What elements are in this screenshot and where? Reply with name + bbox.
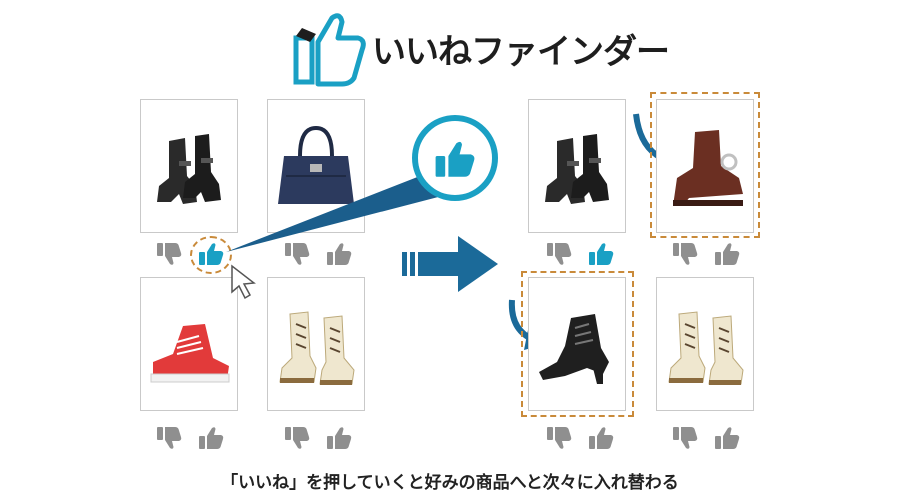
app-logo: いいねファインダー [288,8,670,88]
zoom-callout-beam [226,176,442,252]
like-button[interactable] [588,426,614,450]
like-button[interactable] [588,242,614,266]
product-card-black-ankle-boots[interactable] [528,99,626,233]
thumbs-down-icon [546,242,572,266]
like-button[interactable] [714,426,740,450]
mouse-cursor-icon [231,264,256,300]
black-heeled-lace-up-boots-image [539,314,609,384]
caption-text: 「いいね」を押していくと好みの商品へと次々に入れ替わる [221,473,679,493]
thumbs-up-icon [588,242,614,266]
like-button[interactable] [714,242,740,266]
replaced-item-highlight [650,92,760,238]
black-ankle-boots-image [545,134,609,204]
brown-buckle-boots-image [673,130,743,206]
dislike-button[interactable] [546,242,572,266]
thumbs-up-icon [714,426,740,450]
product-card-navy-handbag[interactable] [267,99,365,233]
app-title: いいねファインダー [372,32,670,72]
thumbs-up-logo-icon [293,13,366,87]
cream-lace-up-boots-image [668,311,744,385]
product-card-black-heeled-lace-up-boots[interactable] [528,277,626,411]
thumbs-down-icon [672,242,698,266]
dislike-button[interactable] [672,242,698,266]
pressed-like-highlight [190,236,232,274]
thumbs-down-icon [672,426,698,450]
thumbs-up-icon [714,242,740,266]
right-arrow-icon [402,236,498,292]
product-card-cream-lace-up-boots[interactable] [267,277,365,411]
cream-lace-up-boots-image [279,311,355,385]
black-ankle-boots-image [157,134,221,204]
product-card-red-high-top-sneaker[interactable] [140,277,238,411]
product-card-black-ankle-boots[interactable] [140,99,238,233]
dislike-button[interactable] [672,426,698,450]
navy-handbag-image [278,125,354,204]
thumbs-down-icon [546,426,572,450]
thumbs-up-icon [588,426,614,450]
dislike-button[interactable] [546,426,572,450]
replaced-item-highlight [521,271,634,417]
product-card-brown-buckle-boots[interactable] [656,99,754,233]
red-high-top-sneaker-image [150,324,230,383]
product-card-cream-lace-up-boots[interactable] [656,277,754,411]
